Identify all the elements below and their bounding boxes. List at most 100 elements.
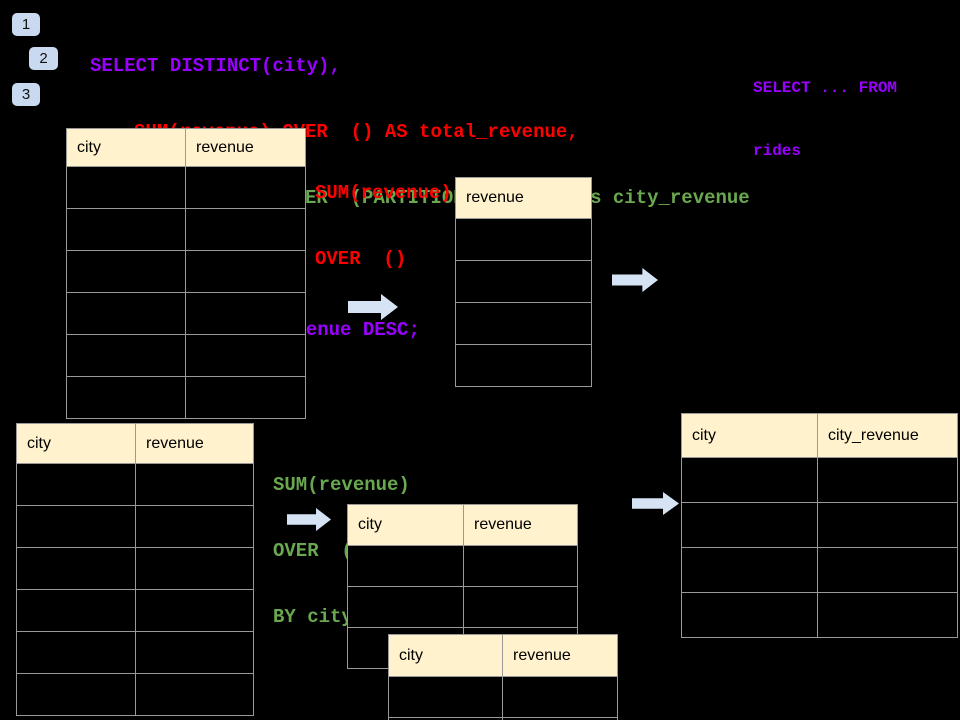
table-row xyxy=(682,548,958,593)
table-cell-empty xyxy=(67,335,186,377)
table-row xyxy=(67,209,306,251)
table-cell-empty xyxy=(17,674,136,716)
table-cell-empty xyxy=(136,674,254,716)
table-header-row: revenue xyxy=(456,178,592,219)
total-annotation-line-1: SUM(revenue) xyxy=(315,182,452,204)
table-cell-empty xyxy=(136,506,254,548)
table-cell-empty xyxy=(389,718,503,720)
table-row xyxy=(682,458,958,503)
table-row xyxy=(456,345,592,387)
table-cell-empty xyxy=(389,677,503,718)
table-row xyxy=(389,677,618,718)
column-header-revenue: revenue xyxy=(464,505,578,546)
table-row xyxy=(17,674,254,716)
table-row xyxy=(682,593,958,638)
table-cell-empty xyxy=(456,219,592,261)
table-cell-empty xyxy=(17,548,136,590)
right-arrow-icon xyxy=(348,294,398,320)
table-row xyxy=(456,219,592,261)
table-row xyxy=(67,335,306,377)
column-header-revenue: revenue xyxy=(136,424,254,464)
table-cell-empty xyxy=(67,377,186,419)
column-header-city: city xyxy=(67,129,186,167)
table-row xyxy=(67,167,306,209)
total-annotation-line-2: OVER () xyxy=(315,248,407,270)
right-arrow-icon xyxy=(632,492,679,515)
table-cell-empty xyxy=(136,632,254,674)
table-cell-empty xyxy=(186,251,306,293)
table-row xyxy=(17,548,254,590)
column-header-city: city xyxy=(389,635,503,677)
sql-side-note-line-2: rides xyxy=(753,142,802,160)
table-cell-empty xyxy=(186,167,306,209)
table-row xyxy=(17,590,254,632)
table-cell-empty xyxy=(456,303,592,345)
step-badge-3: 3 xyxy=(12,83,40,106)
column-header-revenue: revenue xyxy=(186,129,306,167)
right-arrow-icon xyxy=(612,268,658,292)
table-row xyxy=(17,632,254,674)
table-row xyxy=(348,587,578,628)
table-cell-empty xyxy=(186,335,306,377)
table-row xyxy=(682,503,958,548)
table-row xyxy=(456,261,592,303)
table-total-revenue: revenue xyxy=(455,177,592,387)
table-cell-empty xyxy=(818,503,958,548)
column-header-city: city xyxy=(348,505,464,546)
step-badge-1: 1 xyxy=(12,13,40,36)
table-cell-empty xyxy=(464,546,578,587)
table-cell-empty xyxy=(348,587,464,628)
table-cell-empty xyxy=(348,546,464,587)
table-cell-empty xyxy=(682,593,818,638)
table-cell-empty xyxy=(136,548,254,590)
column-header-city: city xyxy=(682,414,818,458)
table-cell-empty xyxy=(186,377,306,419)
table-cell-empty xyxy=(818,593,958,638)
step-badge-2: 2 xyxy=(29,47,58,70)
column-header-revenue: revenue xyxy=(503,635,618,677)
partition-annotation-line-1: SUM(revenue) xyxy=(273,474,410,496)
table-cell-empty xyxy=(503,718,618,720)
table-row xyxy=(17,506,254,548)
table-cell-empty xyxy=(67,209,186,251)
column-header-city_revenue: city_revenue xyxy=(818,414,958,458)
table-cell-empty xyxy=(67,167,186,209)
column-header-city: city xyxy=(17,424,136,464)
table-cell-empty xyxy=(682,548,818,593)
table-cell-empty xyxy=(136,464,254,506)
table-cell-empty xyxy=(818,458,958,503)
column-header-revenue: revenue xyxy=(456,178,592,219)
table-cell-empty xyxy=(17,506,136,548)
total-revenue-annotation: SUM(revenue) OVER () xyxy=(315,138,452,314)
table-cell-empty xyxy=(682,503,818,548)
table-row xyxy=(348,546,578,587)
table-cell-empty xyxy=(17,590,136,632)
table-row xyxy=(17,464,254,506)
table-row xyxy=(67,293,306,335)
table-cell-empty xyxy=(136,590,254,632)
sql-side-note-line-1: SELECT ... FROM xyxy=(753,79,898,97)
sql-side-note: SELECT ... FROM rides xyxy=(753,36,897,204)
table-cell-empty xyxy=(67,251,186,293)
table-row xyxy=(456,303,592,345)
table-cell-empty xyxy=(464,587,578,628)
table-cell-empty xyxy=(17,464,136,506)
table-cell-empty xyxy=(682,458,818,503)
sql-line-select: SELECT DISTINCT(city), xyxy=(90,55,341,77)
table-cell-empty xyxy=(186,293,306,335)
table-cell-empty xyxy=(17,632,136,674)
right-arrow-icon xyxy=(287,508,331,531)
table-row xyxy=(67,251,306,293)
table-cell-empty xyxy=(186,209,306,251)
table-cell-empty xyxy=(818,548,958,593)
